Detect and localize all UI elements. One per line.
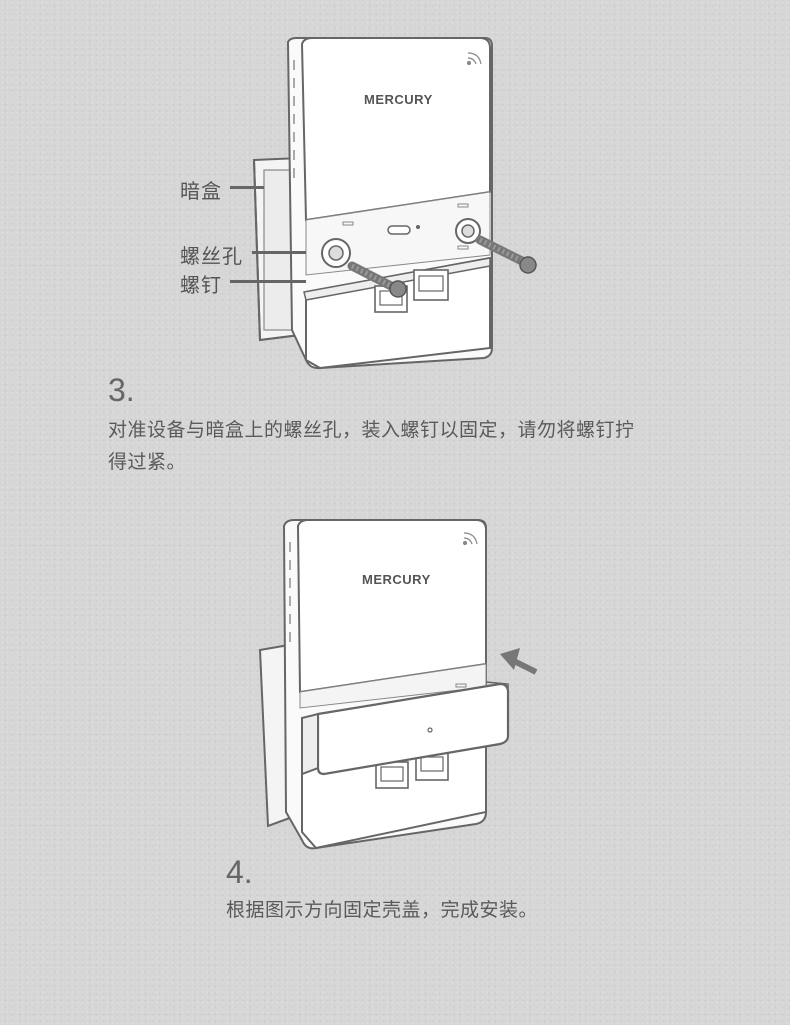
- screw-hole-right: [455, 218, 481, 244]
- mode-switch: [387, 225, 411, 235]
- step4-text: 根据图示方向固定壳盖，完成安装。: [226, 899, 539, 921]
- device-front-cover: [296, 519, 487, 694]
- screw-left: [347, 261, 407, 298]
- push-direction-arrow: [500, 648, 538, 675]
- led-indicator: [457, 203, 469, 208]
- step3-text-line2: 得过紧。: [108, 451, 187, 473]
- wall-box-label: 暗盒: [180, 179, 222, 203]
- wifi-icon: [466, 52, 482, 66]
- snap-cover: [301, 681, 510, 776]
- screw-hole-left: [321, 238, 351, 268]
- led-indicator: [455, 683, 467, 688]
- step3-text-line1: 对准设备与暗盒上的螺丝孔，装入螺钉以固定，请勿将螺钉拧: [108, 419, 635, 441]
- brand-logo: MERCURY: [364, 92, 433, 107]
- led-indicator: [342, 221, 354, 226]
- lan-port-2: [413, 269, 449, 301]
- screw-right: [475, 235, 537, 274]
- device-front-cover: [300, 37, 491, 222]
- lan-port-1: [375, 761, 409, 789]
- step4-illustration: [258, 519, 538, 850]
- wifi-icon: [462, 532, 478, 546]
- screw-hole-leader: [252, 251, 306, 254]
- reset-pinhole: [416, 225, 420, 229]
- step3-illustration: [252, 37, 537, 370]
- screw-leader: [230, 280, 306, 283]
- led-indicator: [457, 245, 469, 250]
- brand-logo: MERCURY: [362, 572, 431, 587]
- step3-number: 3.: [108, 372, 135, 408]
- step4-number: 4.: [226, 854, 253, 890]
- screw-hole-label: 螺丝孔: [180, 244, 243, 268]
- screw-label: 螺钉: [180, 273, 222, 297]
- wall-box-leader: [230, 186, 264, 189]
